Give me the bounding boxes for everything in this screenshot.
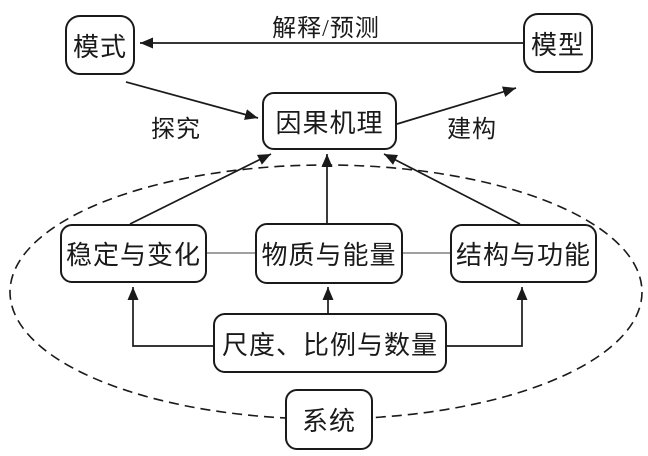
node-scale-proportion-quantity: 尺度、比例与数量 [213, 313, 447, 373]
node-structure-and-function: 结构与功能 [450, 224, 597, 283]
arrow-structure-to-causal [383, 153, 521, 225]
node-system: 系统 [285, 389, 373, 450]
arrow-causal-to-model [396, 86, 517, 125]
node-pattern: 模式 [65, 15, 135, 75]
node-matter-and-energy: 物质与能量 [255, 223, 403, 284]
node-stability-and-change: 稳定与变化 [60, 224, 207, 283]
node-model: 模型 [523, 13, 593, 73]
edge-label-inquiry: 探究 [151, 117, 201, 143]
arrow-scale-to-stability [127, 287, 213, 347]
edge-label-construct: 建构 [447, 117, 497, 143]
system-boundary-dashed-ellipse [9, 164, 643, 420]
arrow-scale-to-structure [447, 287, 528, 347]
arrow-stability-to-causal [129, 153, 272, 225]
edge-label-explain-predict: 解释/预测 [272, 16, 380, 42]
node-causal-mechanism: 因果机理 [262, 92, 397, 150]
arrow-pattern-to-causal [125, 81, 259, 120]
